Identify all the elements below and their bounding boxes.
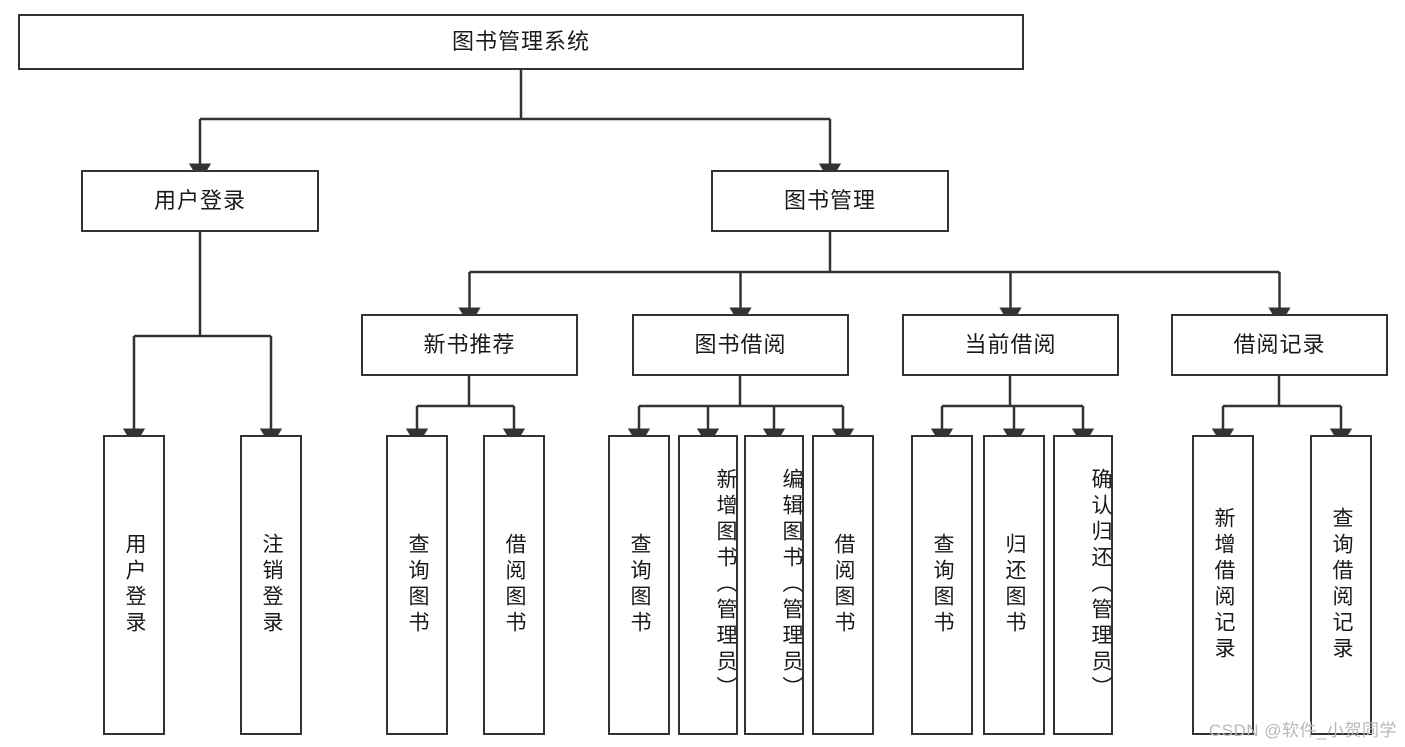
node-root[interactable]: 图书管理系统 xyxy=(18,14,1024,70)
node-borrow[interactable]: 图书借阅 xyxy=(632,314,849,376)
node-leaf-nb-query[interactable]: 查询图书 xyxy=(386,435,448,735)
node-leaf-rc-query[interactable]: 查询借阅记录 xyxy=(1310,435,1372,735)
node-leaf-user-logout[interactable]: 注销登录 xyxy=(240,435,302,735)
watermark-text: CSDN @软件_小贺同学 xyxy=(1208,721,1397,740)
node-leaf-cu-return[interactable]: 归还图书 xyxy=(983,435,1045,735)
node-current[interactable]: 当前借阅 xyxy=(902,314,1119,376)
node-leaf-rc-add[interactable]: 新增借阅记录 xyxy=(1192,435,1254,735)
node-leaf-bk-query[interactable]: 查询图书 xyxy=(608,435,670,735)
node-leaf-cu-confirm[interactable]: 确认归还（管理员） xyxy=(1053,435,1113,735)
node-leaf-nb-borrow[interactable]: 借阅图书 xyxy=(483,435,545,735)
node-leaf-bk-edit[interactable]: 编辑图书（管理员） xyxy=(744,435,804,735)
node-newbooks[interactable]: 新书推荐 xyxy=(361,314,578,376)
node-leaf-bk-add[interactable]: 新增图书（管理员） xyxy=(678,435,738,735)
node-leaf-bk-borrow[interactable]: 借阅图书 xyxy=(812,435,874,735)
node-records[interactable]: 借阅记录 xyxy=(1171,314,1388,376)
node-leaf-user-login[interactable]: 用户登录 xyxy=(103,435,165,735)
node-bookmgmt[interactable]: 图书管理 xyxy=(711,170,949,232)
node-leaf-cu-query[interactable]: 查询图书 xyxy=(911,435,973,735)
node-login[interactable]: 用户登录 xyxy=(81,170,319,232)
